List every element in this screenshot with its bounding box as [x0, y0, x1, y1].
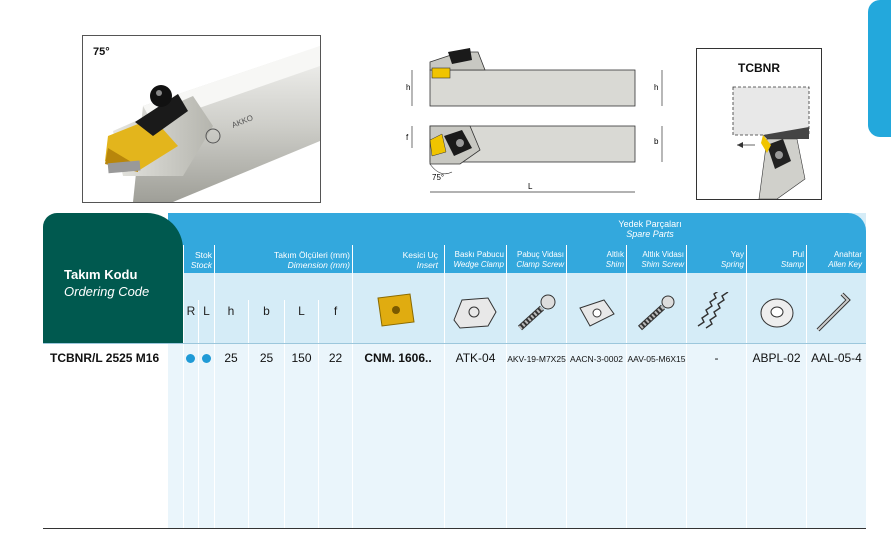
sep-hb — [248, 300, 249, 528]
detail-title: TCBNR — [738, 61, 780, 75]
row-stamp: ABPL-02 — [752, 351, 801, 365]
allen-key-icon — [816, 292, 851, 332]
sep-spare-5 — [686, 245, 687, 528]
sep-insert — [352, 245, 353, 528]
row-shim-screw: AAV-05-M6X15 — [627, 354, 686, 364]
row-shim: AACN-3-0002 — [570, 354, 623, 364]
row-code: TCBNR/L 2525 M16 — [50, 351, 160, 365]
tool-holder-photo: AKKO — [105, 46, 320, 202]
stamp-icon — [760, 298, 794, 328]
row-L: 150 — [291, 351, 312, 365]
col-b: b — [263, 304, 270, 318]
col-h: h — [227, 304, 235, 318]
table-body-left — [43, 343, 168, 528]
svg-text:h: h — [654, 83, 658, 92]
row-allen-key: AAL-05-4 — [811, 351, 862, 365]
sep-rl — [198, 300, 199, 528]
row-spring: - — [714, 351, 719, 365]
insert-detail-box: TCBNR — [696, 48, 822, 200]
photo-angle-label: 75° — [93, 46, 110, 58]
clamp-screw-icon — [517, 294, 556, 331]
table-header-top — [168, 213, 866, 273]
shim-screw-icon — [637, 295, 675, 331]
sep-spare-3 — [566, 245, 567, 528]
svg-text:b: b — [654, 137, 659, 146]
col-f: f — [333, 304, 338, 318]
wedge-clamp-icon — [453, 297, 497, 329]
detail-drawing — [732, 86, 810, 199]
ordering-code-title-en: Ordering Code — [64, 284, 150, 299]
stock-dot-l — [202, 354, 211, 363]
sep-Lf — [318, 300, 319, 528]
table-body-bg — [168, 343, 866, 528]
product-photo: AKKO 75° — [82, 35, 321, 203]
col-R: R — [186, 304, 196, 318]
insert-icon — [377, 293, 415, 327]
sep-spare-6 — [746, 245, 747, 528]
sep-spare-4 — [626, 245, 627, 528]
stock-dot-r — [186, 354, 195, 363]
svg-text:75°: 75° — [432, 173, 444, 182]
col-Ldim: L — [298, 304, 305, 318]
sep-spare-2 — [506, 245, 507, 528]
ordering-code-header — [43, 213, 183, 343]
technical-drawing: h h f b L 75° — [406, 48, 663, 193]
sep-dim — [214, 245, 215, 528]
row-b: 25 — [259, 351, 274, 365]
sep-stock — [183, 245, 184, 528]
row-h: 25 — [224, 351, 238, 365]
col-L: L — [203, 304, 210, 318]
ordering-code-title-tr: Takım Kodu — [64, 267, 138, 282]
sep-spare-7 — [806, 245, 807, 528]
row-clamp-screw: AKV-19-M7X25 — [507, 354, 566, 364]
table-bottom-line — [43, 528, 866, 529]
row-wedge-clamp: ATK-04 — [455, 351, 496, 365]
dimension-header: Takım Ölçüleri (mm)Dimension (mm) — [273, 250, 350, 270]
spring-icon — [697, 292, 729, 329]
svg-text:L: L — [528, 182, 533, 191]
svg-text:h: h — [406, 83, 410, 92]
svg-text:f: f — [406, 133, 409, 142]
sep-spare — [444, 245, 445, 528]
sep-bL — [284, 300, 285, 528]
header-bottom-line — [43, 343, 866, 344]
row-insert: CNM. 1606.. — [364, 351, 432, 365]
shim-icon — [579, 299, 615, 327]
side-tab — [868, 0, 891, 137]
row-f: 22 — [328, 351, 343, 365]
